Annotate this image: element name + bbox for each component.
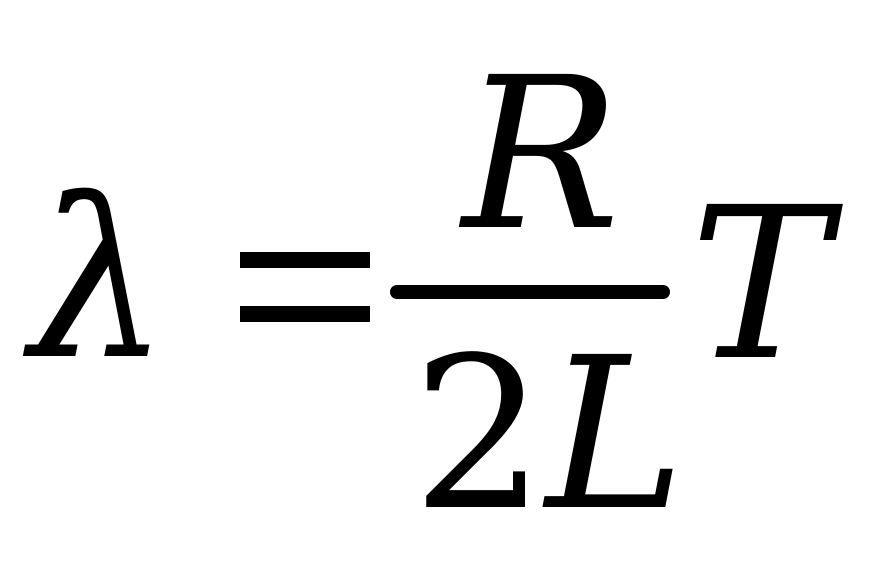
denominator-digit: 2 (412, 312, 546, 557)
trailing-variable: T (690, 162, 831, 407)
fraction-numerator: R (462, 32, 621, 277)
equals-sign-top-bar (240, 252, 370, 268)
fraction-bar (390, 285, 670, 299)
fraction-denominator: 2L (412, 330, 685, 540)
equals-sign-bottom-bar (240, 306, 370, 322)
denominator-variable: L (545, 312, 686, 557)
lambda-symbol: λ (30, 152, 170, 408)
